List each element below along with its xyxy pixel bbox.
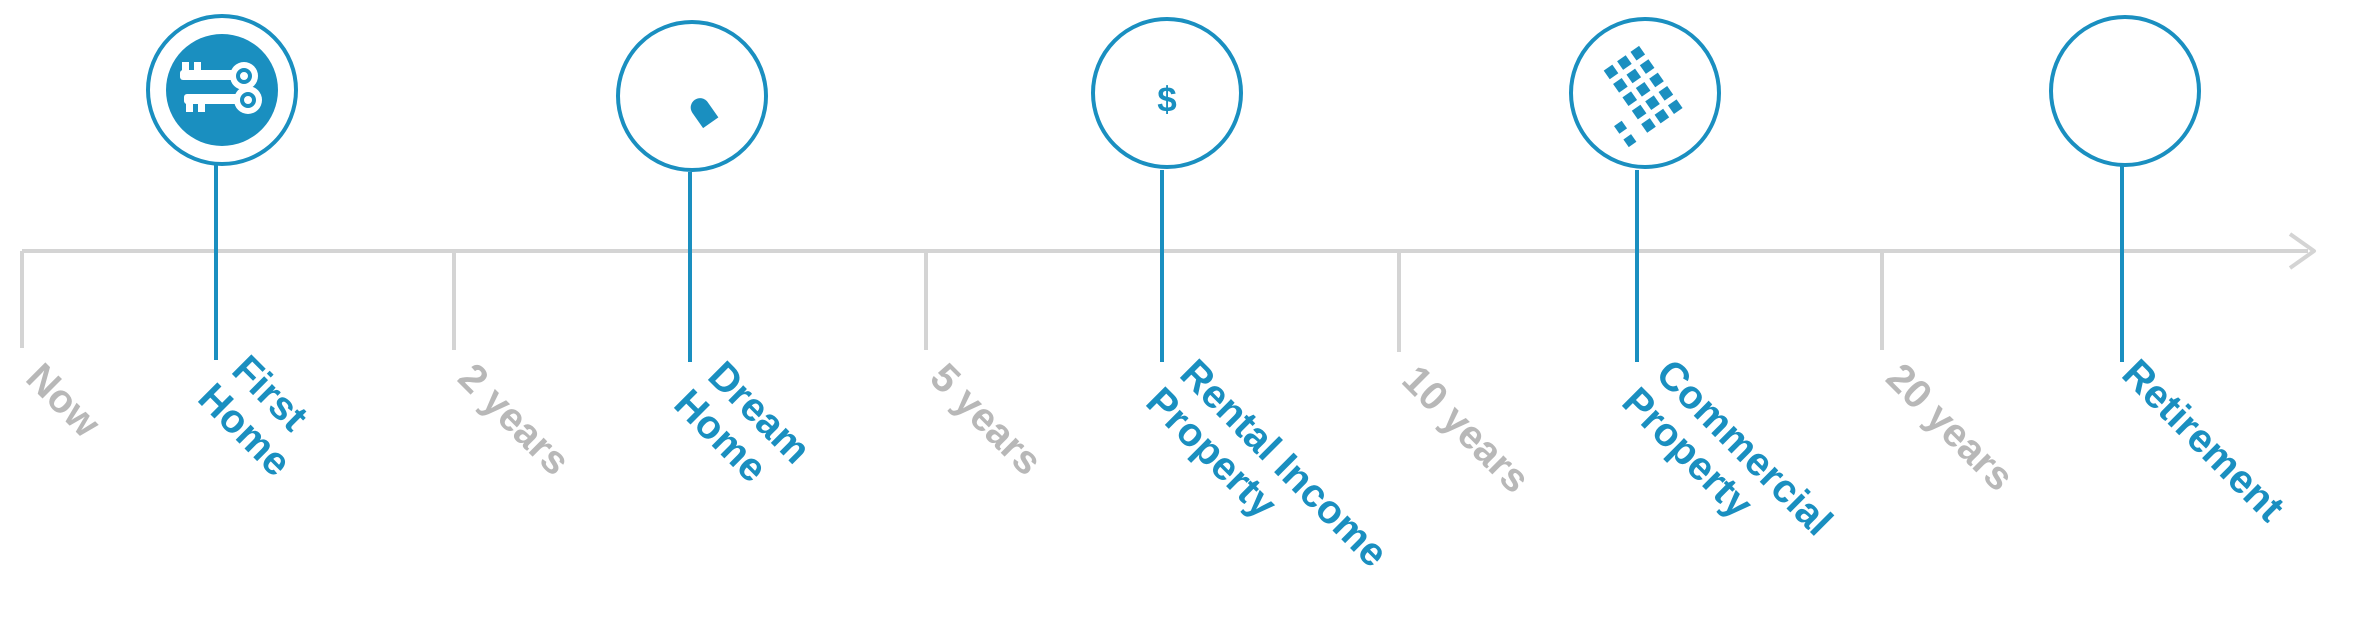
tick-label-now: Now (18, 355, 109, 446)
tick-label-20-years: 20 years (1878, 355, 2022, 499)
milestone-retirement: Retirement (2049, 15, 2293, 530)
milestone-rental-income-property: Rental Income Property (1091, 17, 1396, 576)
tick-label-2-years: 2 years (450, 355, 579, 484)
milestone-commercial-property: Commercial Property (1569, 17, 1841, 544)
tick-marks (20, 251, 1884, 352)
tick-label-5-years: 5 years (922, 355, 1051, 484)
icon-disc (166, 34, 278, 146)
tick-label-10-years: 10 years (1394, 357, 1538, 501)
timeline-arrowhead (2288, 232, 2316, 270)
milestone-label-line-1: Retirement (2114, 351, 2293, 530)
